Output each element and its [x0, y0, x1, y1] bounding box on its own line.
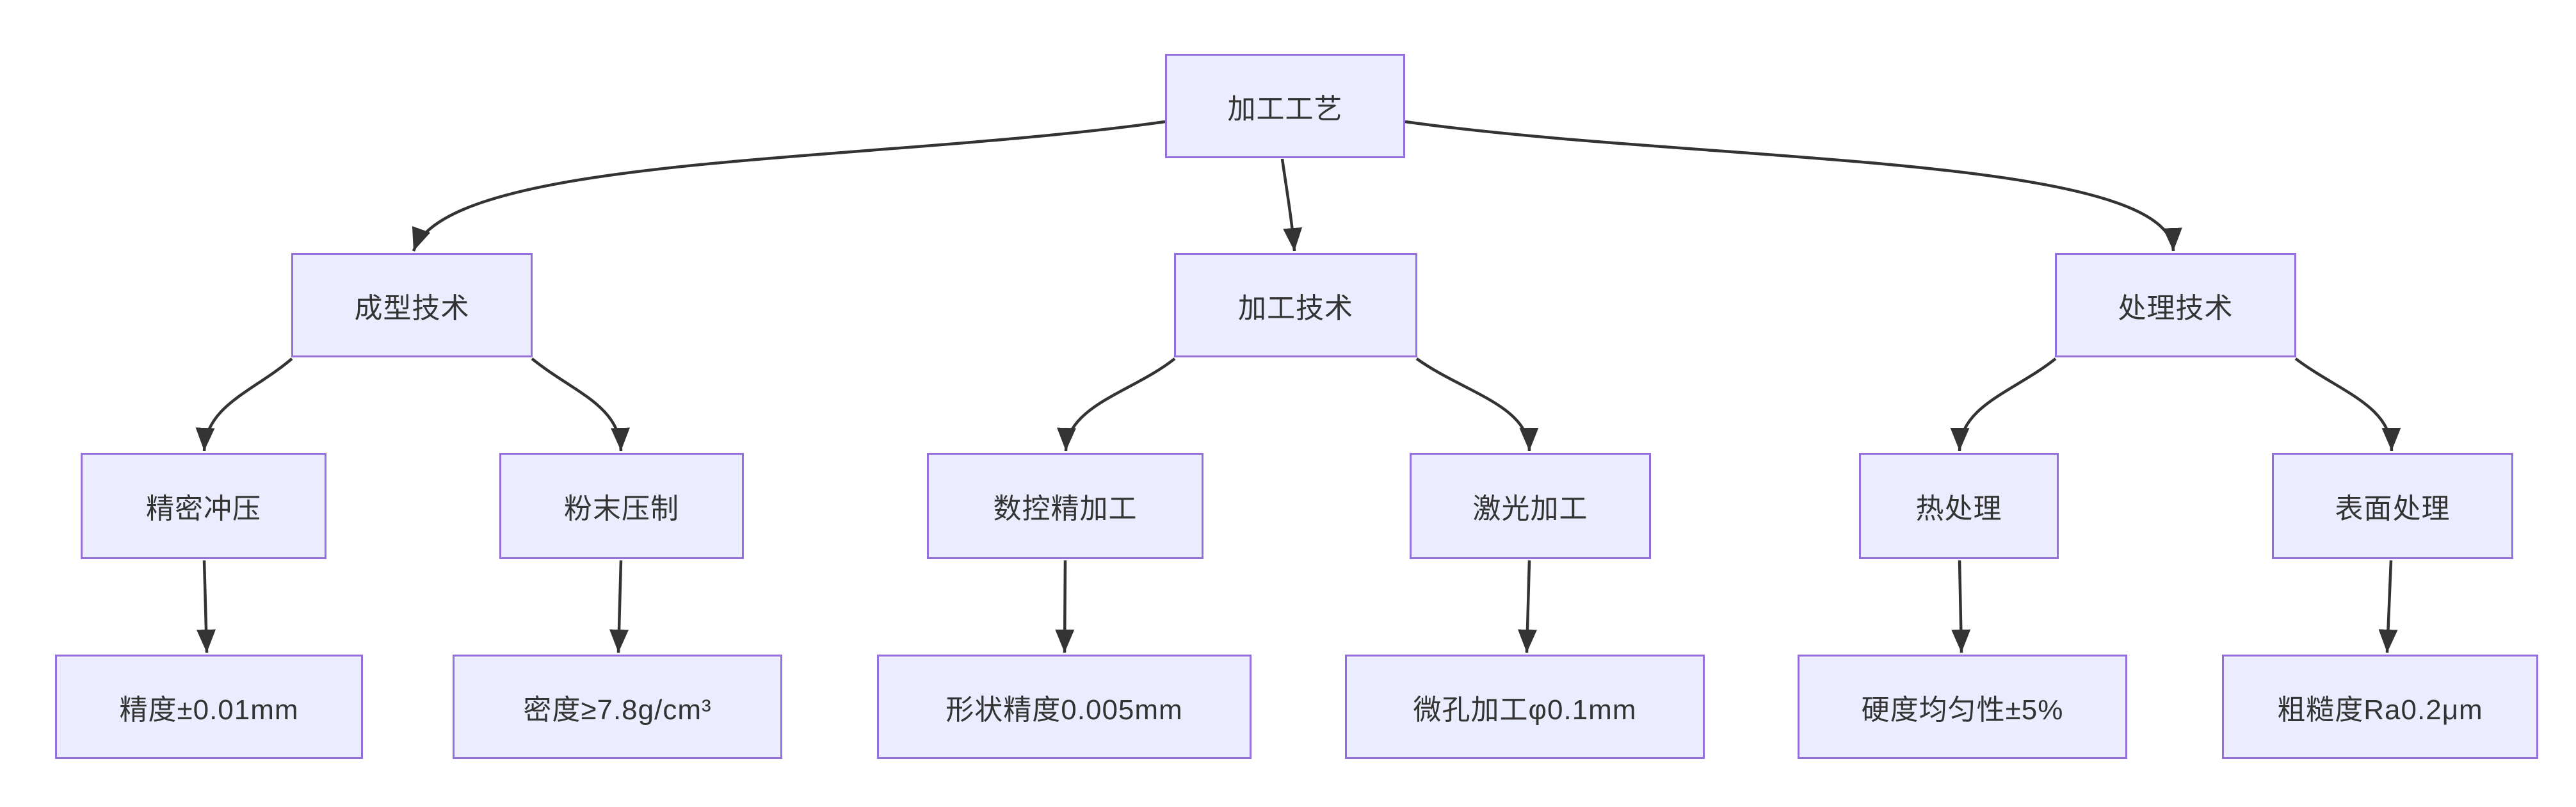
- node-surface-treatment: 表面处理: [2272, 453, 2513, 559]
- edge-root-to-machining: [1280, 158, 1303, 252]
- edge-powder-to-spec: [609, 560, 629, 653]
- edge-root-to-forming: [412, 120, 1166, 252]
- edge-forming-to-powder: [531, 357, 630, 452]
- node-laser-microhole-spec: 微孔加工φ0.1mm: [1345, 655, 1705, 759]
- node-cnc-shape-accuracy-spec: 形状精度0.005mm: [877, 655, 1252, 759]
- edge-forming-to-stamping: [195, 357, 293, 452]
- edge-root-to-treatment: [1405, 120, 2182, 252]
- node-machining-technology: 加工技术: [1174, 253, 1417, 357]
- node-surface-roughness-spec: 粗糙度Ra0.2μm: [2222, 655, 2538, 759]
- edge-surface-to-spec: [2378, 560, 2398, 653]
- node-precision-stamping: 精密冲压: [81, 453, 326, 559]
- node-forming-technology: 成型技术: [291, 253, 533, 357]
- edge-laser-to-spec: [1518, 560, 1537, 653]
- edge-stamping-to-spec: [197, 560, 216, 653]
- edge-treatment-to-heat: [1950, 357, 2057, 452]
- node-cnc-finishing: 数控精加工: [927, 453, 1203, 559]
- node-processing-technology-root: 加工工艺: [1165, 54, 1405, 158]
- node-powder-density-spec: 密度≥7.8g/cm³: [453, 655, 782, 759]
- edge-heat-to-spec: [1951, 560, 1971, 653]
- edge-machining-to-laser: [1415, 357, 1539, 452]
- node-powder-pressing: 粉末压制: [499, 453, 744, 559]
- node-heat-treatment: 热处理: [1859, 453, 2059, 559]
- edge-treatment-to-surface: [2294, 357, 2401, 452]
- edge-machining-to-cnc: [1057, 357, 1176, 452]
- node-heat-hardness-spec: 硬度均匀性±5%: [1798, 655, 2127, 759]
- node-laser-machining: 激光加工: [1410, 453, 1651, 559]
- node-stamping-precision-spec: 精度±0.01mm: [55, 655, 363, 759]
- node-treatment-technology: 处理技术: [2055, 253, 2296, 357]
